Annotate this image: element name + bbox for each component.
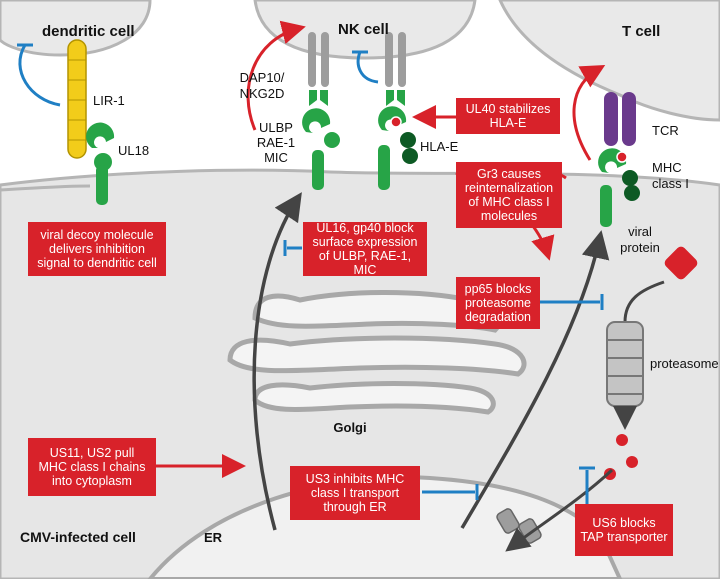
peptide-fragment [604,468,616,480]
dap10-label-line1: DAP10/ [240,70,285,85]
ulbp-label-line3: MIC [264,150,288,165]
peptide-fragment [616,434,628,446]
t-cell-activation-arrow [572,65,606,161]
nk-activation-arrow [246,20,306,131]
dap10-label-line2: NKG2D [240,86,285,101]
lir1-receptor [67,39,87,159]
mhc-class-i-molecule [598,148,640,227]
hla-e-label: HLA-E [420,139,459,154]
membrane-line [0,184,91,192]
nk-activating-receptor-green-left [309,90,328,106]
tap-transport-path [505,468,614,552]
dendritic-cell-label: dendritic cell [42,23,135,40]
inhibition-arrow-dendritic [18,44,61,107]
nk-inhibition-arrow [356,51,379,84]
er-label: ER [204,530,223,545]
hla-e-molecule [378,106,418,190]
mhc-label-line2: class I [652,176,689,191]
dendritic-cell-body [0,0,152,57]
tcr-receptor [604,92,636,146]
nk-activating-receptor-green-right [386,90,405,106]
viral-protein-path [623,280,665,323]
mhc-transport-path [460,230,610,529]
dap10-nkg2d-receptor-left [308,32,329,87]
mhc-label-line1: MHC [652,160,682,175]
viral-protein [664,246,698,280]
proteasome-barrel [606,321,644,407]
cmv-infected-cell-body [0,168,720,579]
lir1-label: LIR-1 [93,93,125,108]
t-cell-label: T cell [622,23,660,40]
ul18-molecule [86,122,115,205]
dap10-nkg2d-receptor-right [385,32,406,87]
nk-cell-label: NK cell [338,21,389,38]
viral-protein-label-line2: protein [620,240,660,255]
proteasome-label: proteasome [650,356,719,371]
tcr-label: TCR [652,123,679,138]
cmv-infected-cell-label: CMV-infected cell [20,529,136,545]
ulbp-ligand [302,108,340,190]
viral-protein-label-line1: viral [628,224,652,239]
ul18-label: UL18 [118,143,149,158]
ul16-transport-path [252,192,302,531]
t-cell-body [498,0,720,122]
golgi-label: Golgi [333,420,366,435]
ulbp-label-line1: ULBP [259,120,293,135]
peptide-fragment [626,456,638,468]
ulbp-label-line2: RAE-1 [257,135,295,150]
